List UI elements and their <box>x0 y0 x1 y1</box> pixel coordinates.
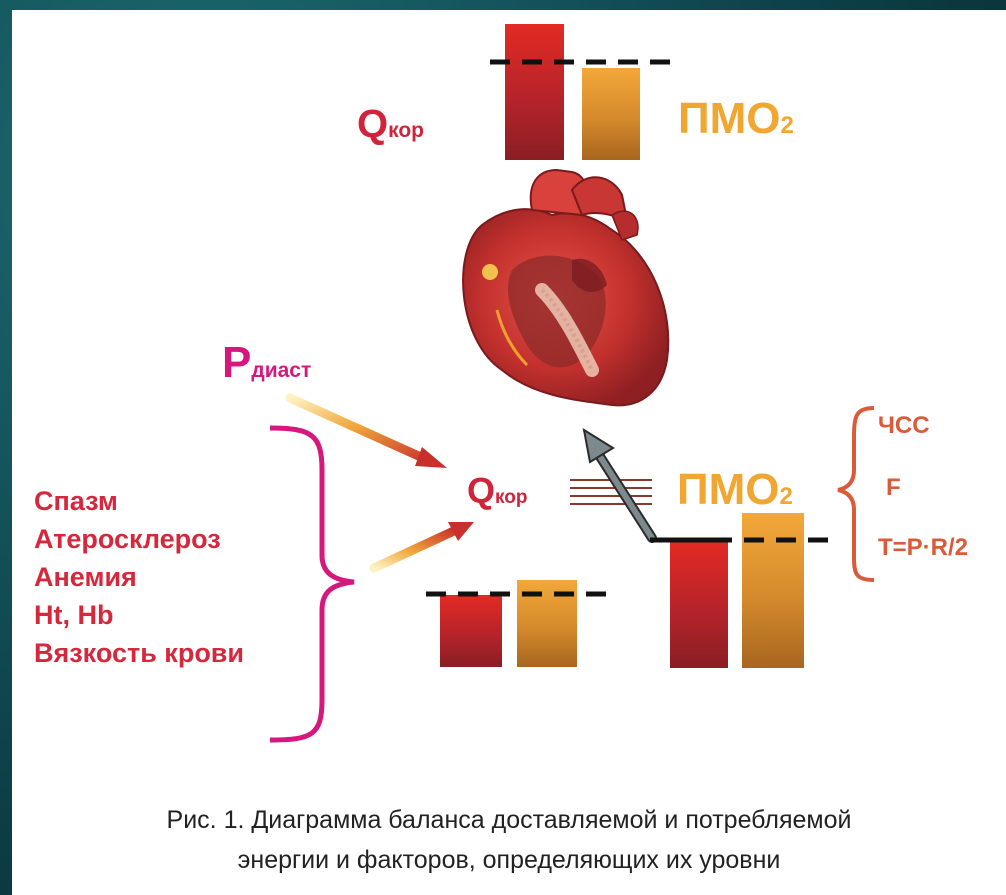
heart-illustration <box>463 170 668 405</box>
caption-line-2: энергии и факторов, определяющих их уров… <box>12 840 1006 880</box>
diagram-graphics <box>12 10 1006 895</box>
balance-connector-lines <box>570 480 652 504</box>
p-diast-arrow <box>290 398 447 468</box>
hr-factors-bracket <box>838 408 874 580</box>
factors-arrow <box>374 522 474 568</box>
gray-arrow <box>584 430 652 538</box>
figure-caption: Рис. 1. Диаграмма баланса доставляемой и… <box>12 800 1006 880</box>
caption-line-1: Рис. 1. Диаграмма баланса доставляемой и… <box>12 800 1006 840</box>
figure-panel: Qкор ПМО2 Pдиаст Qкор ПМО2 Спазм Атероск… <box>12 10 1006 895</box>
factors-bracket <box>270 428 354 740</box>
